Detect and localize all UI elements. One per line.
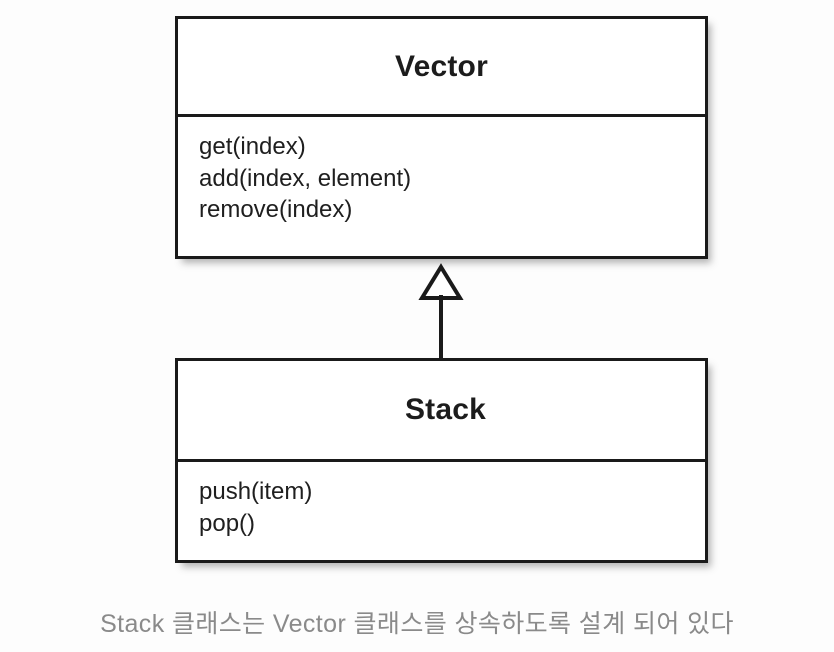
- uml-class-box-vector[interactable]: Vector get(index) add(index, element) re…: [175, 16, 708, 259]
- class-name-compartment-stack: Stack: [178, 361, 705, 462]
- class-members-compartment-vector: get(index) add(index, element) remove(in…: [178, 117, 705, 226]
- class-member: push(item): [199, 478, 313, 505]
- diagram-caption: Stack 클래스는 Vector 클래스를 상속하도록 설계 되어 있다: [100, 610, 734, 638]
- class-member: add(index, element): [199, 164, 412, 192]
- class-member: remove(index): [199, 196, 353, 224]
- generalization-connector: [418, 262, 466, 362]
- class-members-compartment-stack: push(item) pop(): [178, 462, 705, 539]
- class-name-compartment-vector: Vector: [178, 19, 705, 117]
- class-name-vector: Vector: [395, 49, 488, 83]
- class-name-stack: Stack: [404, 393, 487, 426]
- class-member: get(index): [199, 133, 306, 160]
- generalization-line: [439, 295, 443, 359]
- class-member: pop(): [199, 509, 256, 537]
- uml-class-box-stack[interactable]: Stack push(item) pop(): [175, 358, 708, 563]
